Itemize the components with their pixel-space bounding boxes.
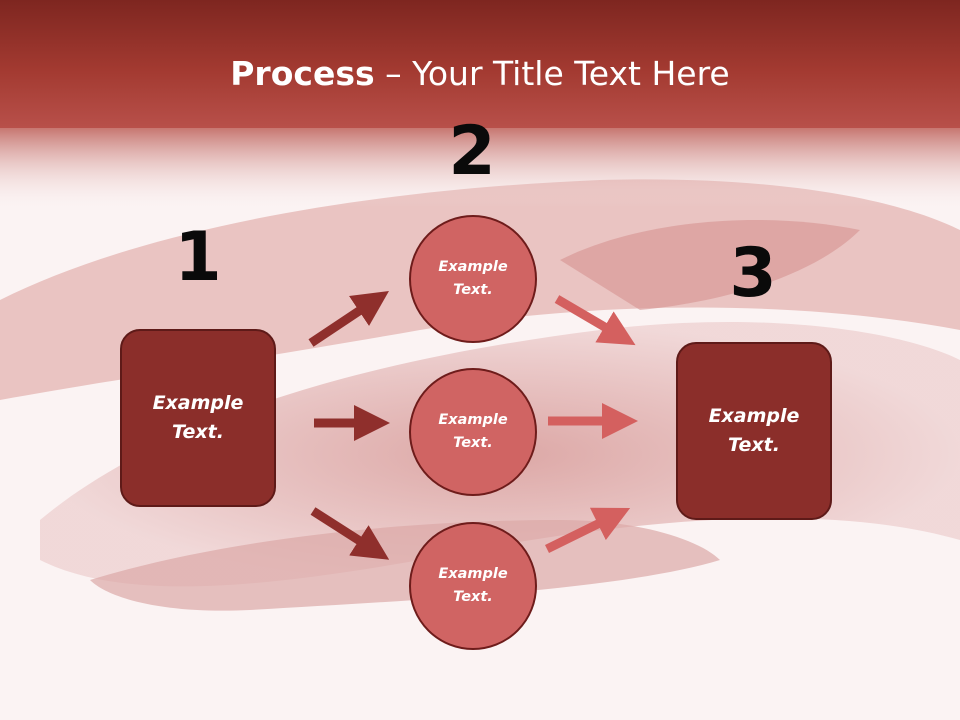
step-box-1-label: Example Text. — [152, 392, 244, 443]
title-rest: – Your Title Text Here — [374, 54, 730, 93]
slide-title: Process – Your Title Text Here — [0, 52, 960, 96]
title-bold: Process — [230, 54, 375, 93]
step-circle-top[interactable]: Example Text. — [409, 215, 537, 343]
step-number-1: 1 — [174, 218, 222, 297]
step-box-1[interactable]: Example Text. — [120, 329, 276, 507]
step-circle-bottom[interactable]: Example Text. — [409, 522, 537, 650]
step-number-3: 3 — [729, 234, 777, 313]
step-circle-bottom-label: Example Text. — [438, 566, 508, 605]
step-box-3[interactable]: Example Text. — [676, 342, 832, 520]
step-number-2: 2 — [448, 112, 496, 191]
step-circle-middle-label: Example Text. — [438, 412, 508, 451]
step-circle-top-label: Example Text. — [438, 259, 508, 298]
step-box-3-label: Example Text. — [708, 405, 800, 456]
step-circle-middle[interactable]: Example Text. — [409, 368, 537, 496]
